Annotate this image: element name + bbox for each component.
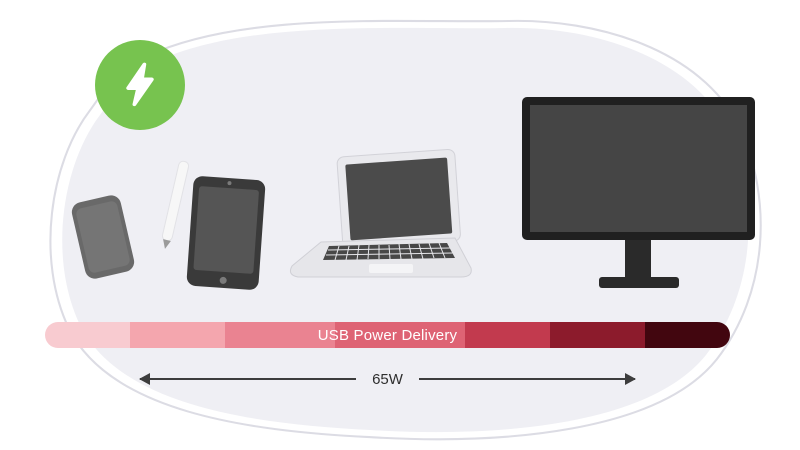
lightning-icon (126, 62, 154, 107)
monitor-stand-base (599, 277, 679, 288)
power-gradient (45, 322, 730, 348)
wattage-arrow: 65W (138, 370, 637, 388)
arrow-right-line (418, 373, 637, 385)
laptop-base (290, 237, 472, 278)
power-bar-label: USB Power Delivery (317, 326, 458, 344)
power-gradient-segment (550, 322, 645, 348)
smartphone-screen (75, 200, 131, 274)
power-gradient-segment (45, 322, 130, 348)
wattage-label: 65W (372, 370, 403, 388)
monitor-stand-neck (625, 240, 651, 278)
monitor (522, 97, 755, 240)
tablet-camera (227, 180, 232, 186)
tablet (186, 175, 266, 291)
power-gradient-segment (645, 322, 730, 348)
power-gradient-segment (465, 322, 550, 348)
power-gradient-segment (335, 322, 465, 348)
laptop-screen (336, 148, 461, 250)
blob-outline (49, 19, 762, 441)
power-gradient-segment (130, 322, 225, 348)
laptop (290, 148, 472, 278)
tablet-home-button (219, 276, 227, 285)
tablet-screen (193, 186, 260, 274)
power-badge (95, 40, 185, 130)
power-delivery-bar: USB Power Delivery (45, 322, 730, 348)
arrow-left-line (138, 373, 357, 385)
power-gradient-segment (225, 322, 335, 348)
laptop-trackpad (369, 264, 413, 273)
